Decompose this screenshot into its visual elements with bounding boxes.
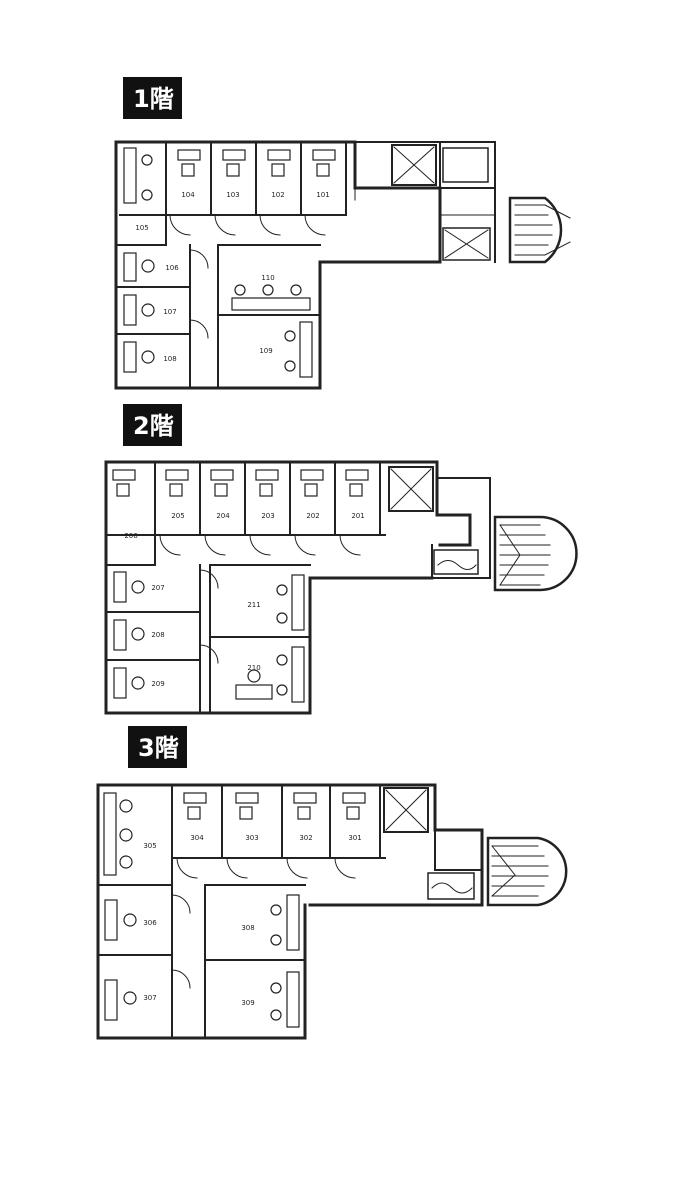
room-203: 203 xyxy=(261,512,274,520)
room-106: 106 xyxy=(165,264,179,272)
room-104: 104 xyxy=(181,191,195,199)
room-304: 304 xyxy=(190,834,204,842)
room-201: 201 xyxy=(351,512,364,520)
room-211: 211 xyxy=(247,601,260,609)
floor-3-label: 3階 xyxy=(128,726,187,768)
room-207: 207 xyxy=(151,584,164,592)
floor-1-label: 1階 xyxy=(123,77,182,119)
room-303: 303 xyxy=(245,834,258,842)
room-205: 205 xyxy=(171,512,184,520)
room-305: 305 xyxy=(143,842,156,850)
room-206: 206 xyxy=(124,532,138,540)
floor-2-plan xyxy=(104,460,578,715)
room-209: 209 xyxy=(151,680,164,688)
room-210: 210 xyxy=(247,664,260,672)
room-309: 309 xyxy=(241,999,254,1007)
room-204: 204 xyxy=(216,512,230,520)
room-208: 208 xyxy=(151,631,164,639)
room-101: 101 xyxy=(316,191,329,199)
floor-2-label: 2階 xyxy=(123,404,182,446)
room-105: 105 xyxy=(135,224,148,232)
room-307: 307 xyxy=(143,994,156,1002)
room-301: 301 xyxy=(348,834,361,842)
room-308: 308 xyxy=(241,924,254,932)
room-102: 102 xyxy=(271,191,284,199)
room-110: 110 xyxy=(261,274,274,282)
room-108: 108 xyxy=(163,355,176,363)
floor-1-plan xyxy=(114,140,571,390)
room-302: 302 xyxy=(299,834,312,842)
room-103: 103 xyxy=(226,191,239,199)
room-202: 202 xyxy=(306,512,319,520)
room-306: 306 xyxy=(143,919,157,927)
room-109: 109 xyxy=(259,347,272,355)
floor-3-plan xyxy=(96,783,568,1040)
room-107: 107 xyxy=(163,308,176,316)
